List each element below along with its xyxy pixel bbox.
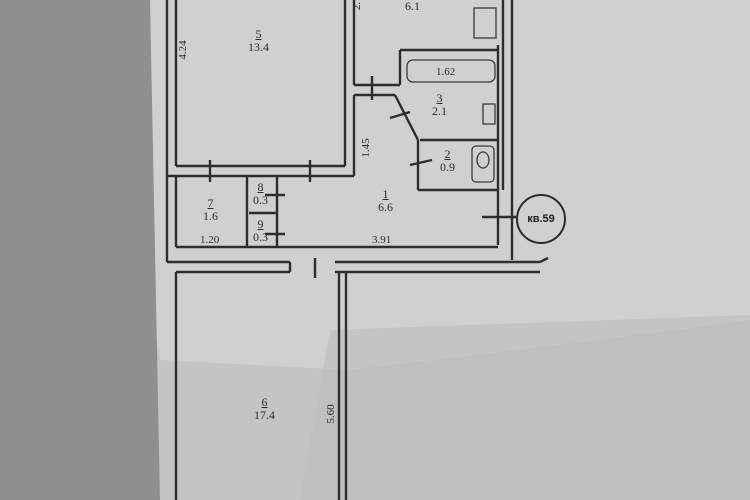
dimension-corridor-length: 3.91 [372,234,392,246]
room-6-label: 6 17.4 [254,396,275,422]
apartment-number-badge: кв.59 [516,194,566,244]
walls [165,0,549,500]
room-7-label: 7 1.6 [203,197,218,223]
room-number: 2 [444,147,451,161]
room-number: 6 [261,395,268,409]
dimension-room5-height: 4.24 [177,40,189,60]
room-area: 6.1 [405,0,420,13]
room-area: 0.9 [440,160,455,174]
room-2-label: 2 0.9 [440,148,455,174]
room-3-label: 3 2.1 [432,92,447,118]
dimension-room6-height: 5.60 [325,404,337,424]
room-5-label: 5 13.4 [248,28,269,54]
room-number: 5 [255,27,262,41]
room-1-label: 1 6.6 [378,188,393,214]
dimension-room7-width: 1.20 [200,234,220,246]
room-area: 2.1 [432,104,447,118]
dimension-kitchen-partial: 2. [351,1,363,11]
dimension-corridor-depth: 1.45 [360,138,372,158]
room-number: 8 [257,180,264,194]
room-number: 3 [436,91,443,105]
room-number: 1 [382,187,389,201]
room-kitchen-area-label: 6.1 [405,0,420,13]
room-8-label: 8 0.3 [253,181,268,207]
room-area: 1.6 [203,209,218,223]
toilet-icon [471,145,495,183]
room-area: 13.4 [248,40,269,54]
room-9-label: 9 0.3 [253,218,268,244]
room-area: 6.6 [378,200,393,214]
bathtub-icon [406,7,497,125]
room-number: 9 [257,217,264,231]
dimension-bath-length: 1.62 [436,66,456,78]
room-area: 0.3 [253,193,268,207]
room-area: 0.3 [253,230,268,244]
room-number: 7 [207,196,214,210]
room-area: 17.4 [254,408,275,422]
